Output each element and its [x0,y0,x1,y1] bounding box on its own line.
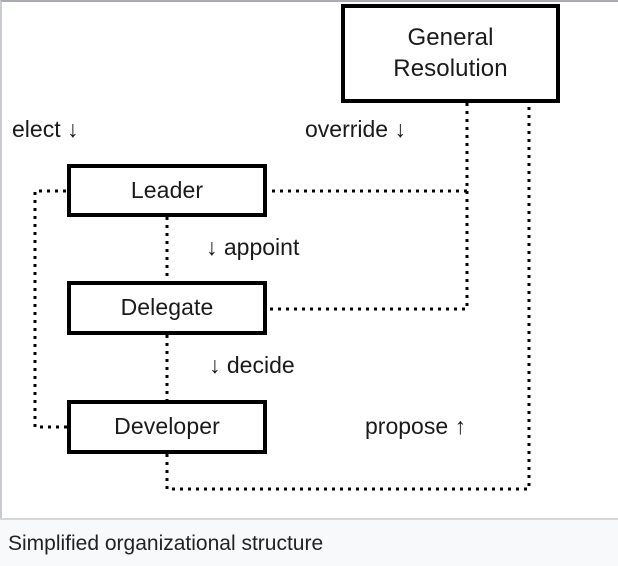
edge-label-appoint: ↓ appoint [206,234,300,260]
edge-label-decide: ↓ decide [209,352,295,378]
edge-label-elect: elect ↓ [12,116,79,142]
node-leader[interactable]: Leader [67,164,267,217]
edge-propose-path [165,103,531,491]
edge-label-override: override ↓ [305,116,406,142]
figure-caption-bar: Simplified organizational structure [0,518,618,566]
edge-elect-path [33,189,67,429]
node-delegate[interactable]: Delegate [67,281,267,335]
node-developer[interactable]: Developer [67,400,267,454]
node-developer-label: Developer [114,413,220,440]
edge-label-propose: propose ↑ [365,413,467,439]
node-delegate-label: Delegate [120,294,214,321]
node-general-resolution-label: General Resolution [393,23,507,84]
diagram-canvas: General Resolution Leader Delegate Devel… [0,0,618,518]
node-general-resolution-line2: Resolution [393,54,508,82]
node-leader-label: Leader [130,176,204,203]
figure-caption-text: Simplified organizational structure [8,531,324,555]
node-general-resolution-line1: General [407,23,494,51]
node-general-resolution[interactable]: General Resolution [341,4,560,103]
edges-layer [33,103,531,491]
